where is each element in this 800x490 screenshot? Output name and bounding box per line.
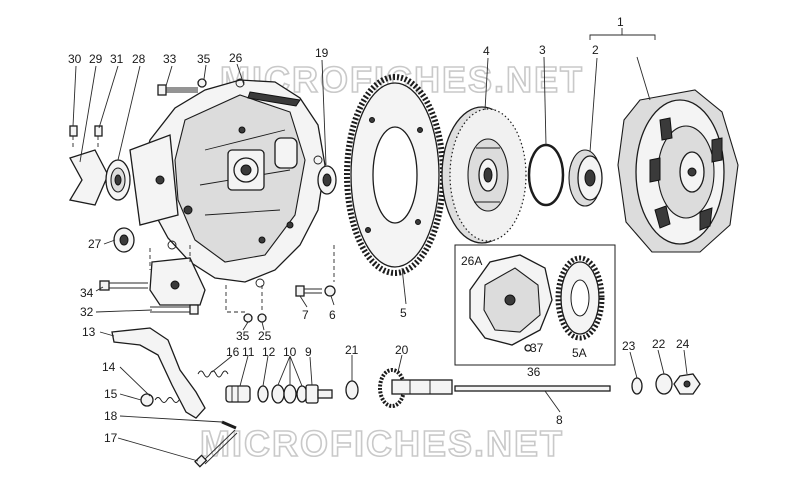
group-bracket [589,28,656,40]
callout-8: 8 [556,413,563,427]
washer-35b-icon [243,313,253,323]
inset-panel [454,244,616,366]
bolt-7-icon [295,285,322,297]
callout-labels: 1 2 3 4 19 26 35 33 28 31 29 30 27 34 32… [68,15,690,445]
bolt-icon [69,125,103,150]
pushrod-8-icon [454,385,611,392]
callout-12: 12 [262,345,276,359]
callout-36: 36 [527,365,541,379]
callout-11: 11 [242,345,255,359]
callout-37: 37 [530,341,544,355]
circlip-icon [527,143,565,207]
callout-33: 33 [163,52,177,66]
callout-25: 25 [258,329,272,343]
bolt-33-icon [157,84,198,96]
bushing-icon [113,227,135,253]
callout-23: 23 [622,339,636,353]
ring-23-icon [631,377,643,395]
bolt-34-icon [99,280,148,291]
piston-11-icon [225,385,251,403]
callout-29: 29 [89,52,103,66]
spring-16-icon [197,370,229,378]
clutch-disc-icon [441,106,527,244]
callout-7: 7 [302,308,309,322]
callout-20: 20 [395,343,409,357]
callout-27: 27 [88,237,102,251]
release-fork-icon [111,327,206,419]
callout-15: 15 [104,387,118,401]
bolt-17-icon [194,429,238,468]
callout-5: 5 [400,306,407,320]
ball-bearing-10-icon [271,384,308,404]
callout-10: 10 [283,345,297,359]
callout-19: 19 [315,46,329,60]
nut-25-icon [257,313,267,323]
washer-6-icon [324,285,336,297]
callout-35a: 35 [197,52,211,66]
callout-14: 14 [102,360,116,374]
callout-24: 24 [676,337,690,351]
pushrod-9-icon [305,384,333,404]
washer-35-icon [197,78,207,88]
callout-32: 32 [80,305,94,319]
callout-22: 22 [652,337,666,351]
callout-9: 9 [305,345,312,359]
callout-28: 28 [132,52,146,66]
spring-14-icon [140,393,180,407]
watermark-bottom: MICROFICHES.NET [200,423,564,464]
ring-12-icon [257,385,269,403]
callout-21: 21 [345,343,359,357]
callout-18: 18 [104,409,118,423]
callout-26a: 26A [461,254,482,268]
clutch-housing-icon [129,78,326,288]
leader-lines [72,56,688,462]
callout-6: 6 [329,308,336,322]
ring-gear-flywheel-icon [344,74,446,276]
bracket-hole [170,280,180,290]
callout-34: 34 [80,286,94,300]
callout-26: 26 [229,51,243,65]
pin-18-icon [221,420,237,430]
washer-21-icon [345,380,359,400]
pressure-plate-icon [617,89,739,253]
oil-seal-icon [317,165,337,195]
callout-17: 17 [104,431,118,445]
callout-1: 1 [617,15,624,29]
nut-24-icon [673,373,701,395]
washer-22-icon [655,373,673,395]
gear-shaft-20-icon [378,368,453,408]
callout-5a: 5A [572,346,587,360]
release-bearing-icon [568,149,603,207]
fork-plate [68,149,109,206]
bearing-icon [105,159,131,201]
bolt-32-icon [150,304,199,315]
callout-13: 13 [82,325,96,339]
callout-31: 31 [110,52,124,66]
callout-4: 4 [483,44,490,58]
callout-2: 2 [592,43,599,57]
callout-35b: 35 [236,329,250,343]
callout-30: 30 [68,52,82,66]
callout-3: 3 [539,43,546,57]
callout-16: 16 [226,345,240,359]
